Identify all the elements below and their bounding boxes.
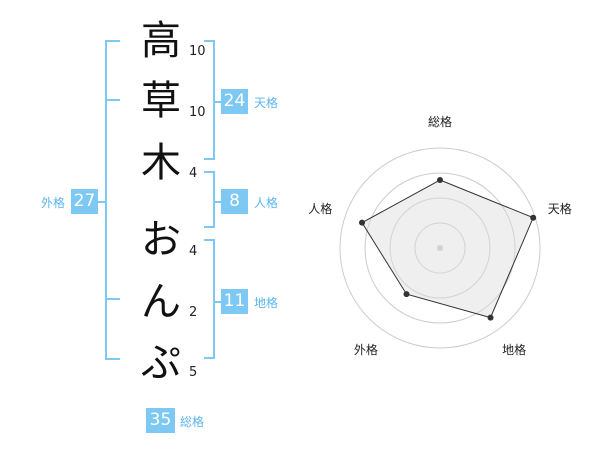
soukaku-label: 総格 [180,415,205,429]
name-char-4: お [141,217,181,263]
radar-axis-label-1: 総格 [428,114,452,129]
jinkaku-label: 人格 [254,196,279,210]
radar-point-1 [437,177,443,183]
chikaku-value-badge: 11 [221,289,248,314]
radar-ring [414,222,466,274]
name-char-6: ぷ [141,340,181,386]
stroke-count-3: 4 [189,166,198,181]
gaikaku-label: 外格 [41,196,66,210]
radar-axis-label-3: 地格 [502,342,526,357]
radar-axis-label-4: 外格 [354,342,378,357]
tenkaku-label: 天格 [254,96,279,110]
gaikaku-value-badge: 27 [71,189,98,214]
radar-rings [339,147,541,349]
stroke-count-4: 4 [189,244,198,259]
name-char-2: 草 [141,78,181,124]
radar-point-2 [530,214,537,221]
stroke-count-5: 2 [189,305,198,320]
radar-axis-label-5: 人格 [308,201,332,216]
stroke-count-1: 10 [189,44,206,59]
radar-ring [389,197,491,299]
chikaku-label: 地格 [254,296,279,310]
radar-point-3 [487,314,494,321]
jinkaku-value-badge: 8 [221,189,248,214]
radar-ring [364,172,516,324]
radar-data-polygon [361,179,534,319]
radar-point-4 [403,291,410,298]
stroke-count-6: 5 [189,365,198,380]
name-char-1: 高 [141,18,181,64]
radar-point-5 [359,219,366,226]
radar-center-dot [437,245,443,251]
radar-points [359,177,537,321]
tenkaku-value-badge: 24 [221,89,248,114]
radar-axis-label-2: 天格 [548,201,572,216]
name-char-3: 木 [141,140,181,186]
name-char-5: ん [141,279,181,325]
stroke-count-2: 10 [189,105,206,120]
soukaku-value-badge: 35 [146,408,175,433]
